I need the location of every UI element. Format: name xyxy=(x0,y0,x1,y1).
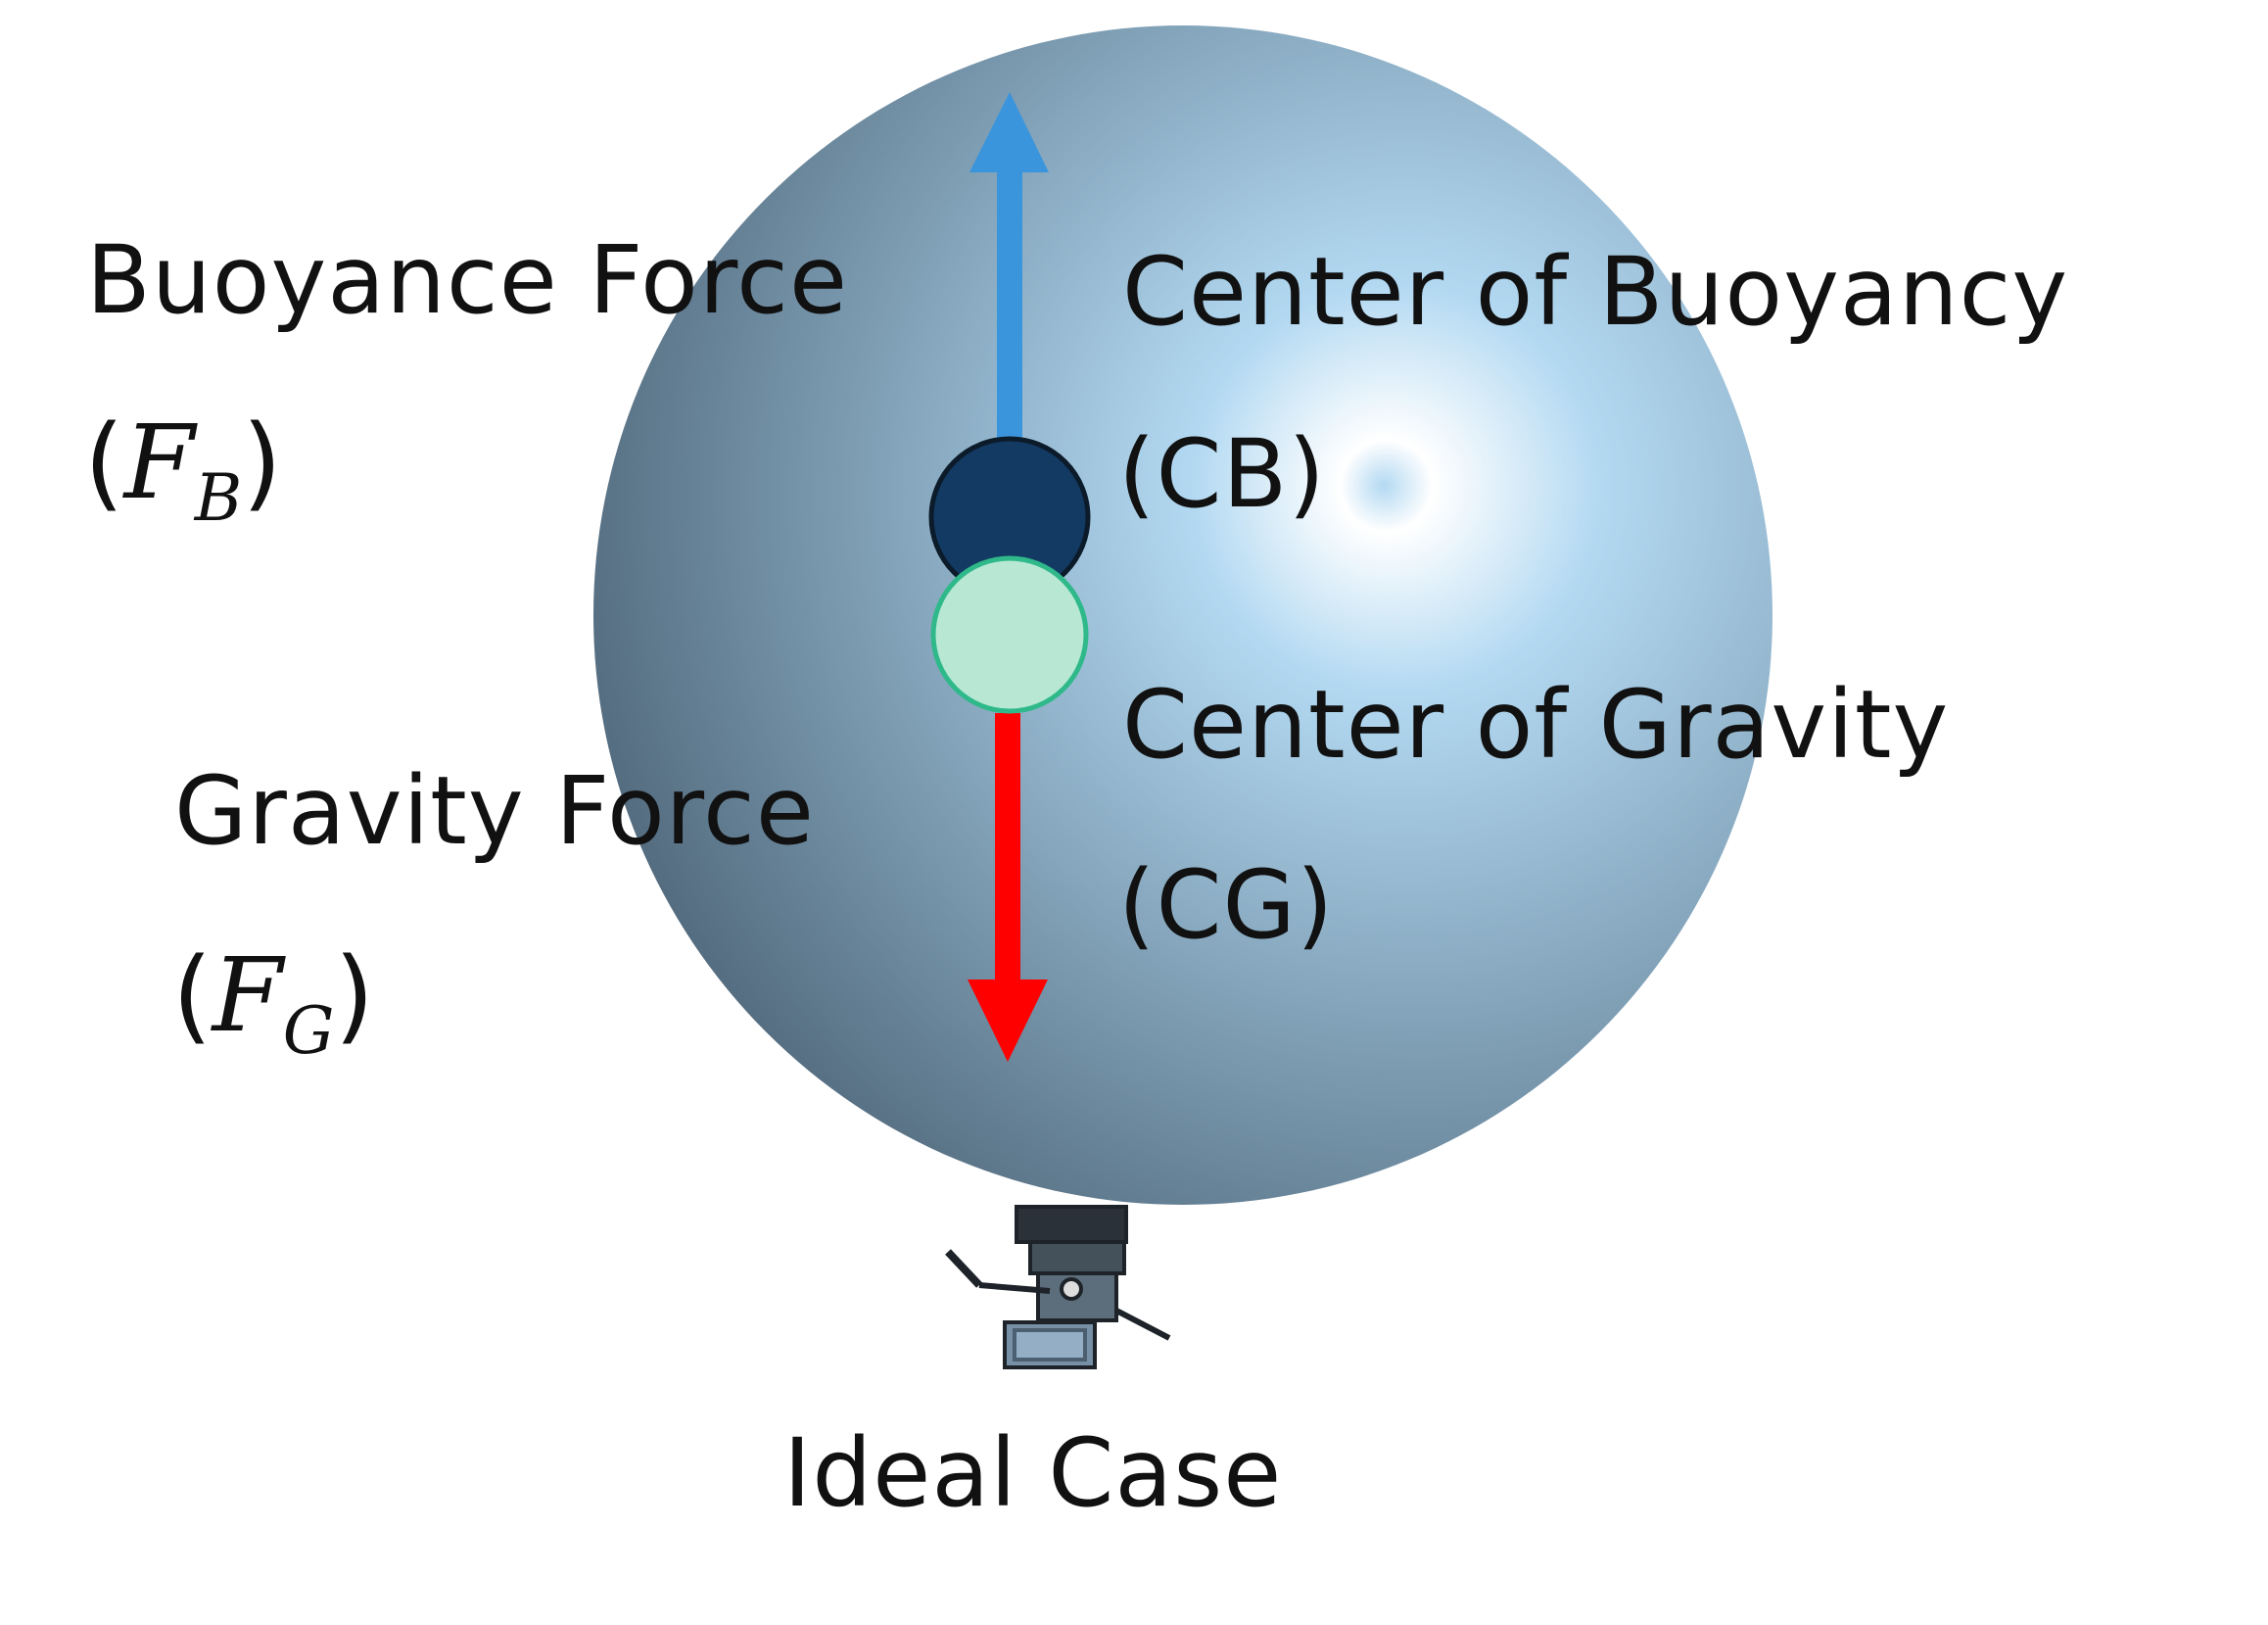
gravity-force-label: Gravity Force xyxy=(174,756,815,866)
balloon-envelope xyxy=(593,25,1772,1205)
diagram-caption: Ideal Case xyxy=(783,1418,1283,1528)
buoyance-force-label: Buoyance Force xyxy=(86,225,849,335)
buoyance-force-paren-close: ) xyxy=(242,403,282,522)
center-of-gravity-marker xyxy=(930,555,1089,714)
buoyance-force-subscript: B xyxy=(194,460,243,537)
gravity-force-var: F xyxy=(212,935,283,1055)
buoyance-force-paren-open: ( xyxy=(84,403,124,522)
gravity-force-paren-close: ) xyxy=(334,935,375,1055)
gravity-force-arrow xyxy=(968,713,1048,1062)
center-of-gravity-abbr: (CG) xyxy=(1118,850,1335,960)
buoyance-force-var: F xyxy=(123,403,195,522)
center-of-gravity-label: Center of Gravity xyxy=(1122,670,1950,780)
gravity-force-paren-open: ( xyxy=(172,935,213,1055)
gravity-force-symbol: (FG) xyxy=(172,944,374,1064)
gravity-force-subscript: G xyxy=(282,993,335,1070)
gondola-icon xyxy=(945,1205,1171,1369)
center-of-buoyancy-label: Center of Buoyancy xyxy=(1122,237,2069,347)
buoyance-force-symbol: (FB) xyxy=(84,411,282,531)
buoyancy-force-arrow xyxy=(969,92,1049,441)
center-of-buoyancy-abbr: (CB) xyxy=(1118,419,1326,529)
